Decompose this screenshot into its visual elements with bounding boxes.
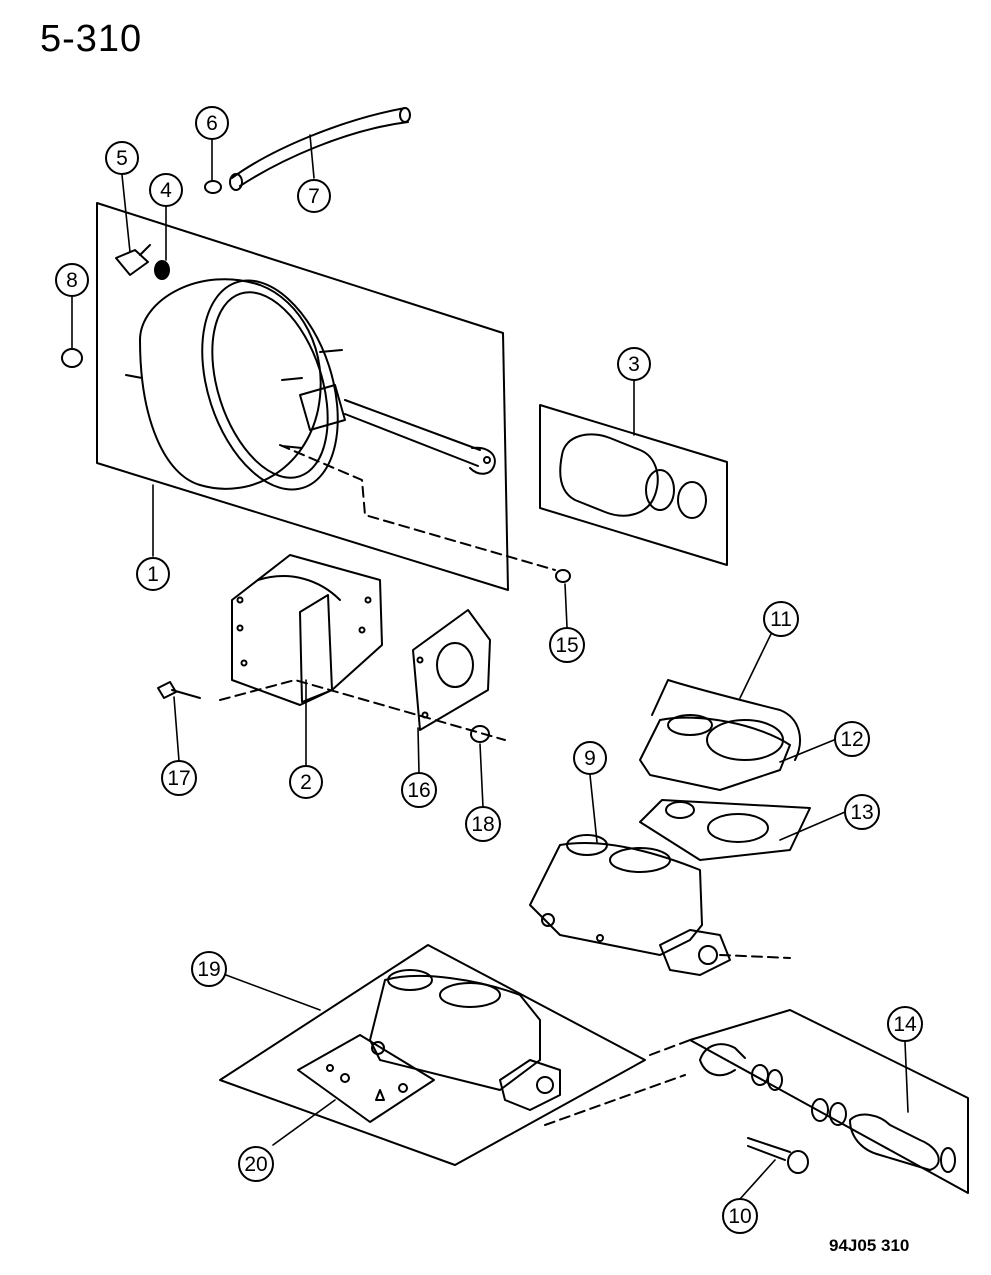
- callout-2: 2: [289, 765, 323, 799]
- callout-label: 9: [584, 747, 596, 770]
- bleeder-screw: [747, 1137, 809, 1174]
- callout-label: 14: [893, 1013, 917, 1036]
- callout-label: 1: [147, 563, 159, 586]
- callout-label: 20: [244, 1153, 267, 1176]
- callout-11: 11: [763, 601, 799, 637]
- piston-seal-kit: [544, 1009, 969, 1194]
- callout-label: 3: [628, 353, 640, 376]
- nut-15: [555, 569, 571, 583]
- callout-label: 17: [167, 767, 190, 790]
- callout-label: 4: [160, 179, 172, 202]
- vacuum-hose: [229, 107, 411, 191]
- callout-label: 16: [407, 779, 430, 802]
- callout-19: 19: [191, 951, 227, 987]
- booster-panel: [96, 202, 509, 591]
- callout-label: 12: [840, 728, 863, 751]
- callout-label: 19: [197, 958, 220, 981]
- gasket-plate: [412, 609, 491, 731]
- callout-1: 1: [136, 557, 170, 591]
- brake-booster: [125, 278, 556, 571]
- nut-8: [61, 348, 83, 368]
- retaining-bail: [651, 679, 801, 761]
- callout-10: 10: [722, 1198, 758, 1234]
- cover-gasket: [639, 799, 811, 861]
- callout-13: 13: [844, 794, 880, 830]
- nut-18: [470, 725, 490, 743]
- callout-label: 7: [308, 185, 320, 208]
- callout-label: 18: [471, 813, 494, 836]
- callout-label: 13: [850, 801, 873, 824]
- page-number: 5-310: [40, 18, 143, 60]
- callout-label: 15: [555, 634, 578, 657]
- callout-16: 16: [401, 772, 437, 808]
- callout-14: 14: [887, 1006, 923, 1042]
- hose-clamp: [204, 180, 222, 194]
- master-cylinder: [529, 834, 791, 976]
- callout-12: 12: [834, 721, 870, 757]
- bolt: [157, 679, 506, 741]
- callout-9: 9: [573, 741, 607, 775]
- callout-4: 4: [149, 173, 183, 207]
- callout-18: 18: [465, 806, 501, 842]
- figure-code: 94J05 310: [829, 1236, 910, 1255]
- callout-label: 6: [206, 112, 218, 135]
- leader-lines: [71, 134, 909, 1200]
- callout-label: 10: [728, 1205, 751, 1228]
- master-cylinder-kit-panel: [219, 944, 646, 1166]
- callout-label: 2: [300, 771, 312, 794]
- callout-8: 8: [55, 263, 89, 297]
- grommet: [154, 260, 170, 280]
- callout-17: 17: [161, 760, 197, 796]
- callout-label: 11: [770, 608, 792, 631]
- callout-label: 5: [116, 147, 128, 170]
- callout-label: 8: [66, 269, 78, 292]
- callout-20: 20: [238, 1146, 274, 1182]
- small-parts-kit: [297, 1034, 435, 1123]
- reservoir-cover: [639, 714, 791, 791]
- callout-3: 3: [617, 347, 651, 381]
- callout-7: 7: [297, 179, 331, 213]
- callout-6: 6: [195, 106, 229, 140]
- callout-5: 5: [105, 141, 139, 175]
- boot-kit-panel: [539, 404, 728, 566]
- vacuum-check-valve: [115, 244, 151, 276]
- callout-15: 15: [549, 627, 585, 663]
